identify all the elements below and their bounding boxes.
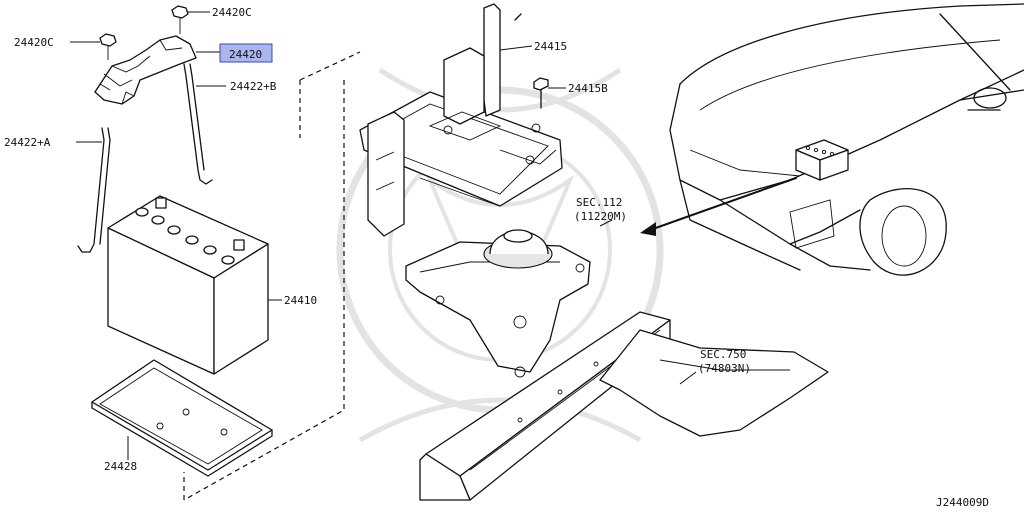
- callout-labels: 24420C 24420C 24420 24422+B 24422+A 2441…: [4, 6, 989, 509]
- callout-24422b: 24422+B: [230, 80, 277, 93]
- section-ref-750-line2: (74803N): [698, 362, 751, 375]
- callout-24420c-top: 24420C: [212, 6, 252, 19]
- section-ref-112-line1: SEC.112: [576, 196, 622, 209]
- battery-tray[interactable]: [91, 359, 273, 477]
- leader-lines: [70, 11, 697, 460]
- bolt[interactable]: [533, 77, 549, 109]
- section-ref-750-line1: SEC.750: [700, 348, 746, 361]
- callout-24422a: 24422+A: [4, 136, 51, 149]
- vehicle-battery-location: [795, 139, 849, 181]
- callout-24420[interactable]: 24420: [229, 48, 262, 61]
- callout-24415b: 24415B: [568, 82, 608, 95]
- strut-mount-housing[interactable]: [405, 229, 591, 378]
- fender-apron[interactable]: [599, 329, 829, 437]
- battery-support-bracket[interactable]: [359, 3, 563, 237]
- callout-24410: 24410: [284, 294, 317, 307]
- location-arrow: [640, 177, 797, 236]
- section-ref-112-line2: (11220M): [574, 210, 627, 223]
- battery[interactable]: [107, 195, 269, 375]
- callout-24420c-left: 24420C: [14, 36, 54, 49]
- hook-rod-a[interactable]: [77, 127, 111, 253]
- callout-24428: 24428: [104, 460, 137, 473]
- vehicle-front-view: [669, 3, 1024, 276]
- hook-rod-b[interactable]: [183, 63, 213, 185]
- nut-top-c[interactable]: [171, 5, 189, 34]
- alignment-lines: [183, 51, 361, 501]
- diagram-id: J244009D: [936, 496, 989, 509]
- callout-24415: 24415: [534, 40, 567, 53]
- callout-highlight: [219, 43, 273, 63]
- battery-clamp-bracket[interactable]: [94, 35, 197, 105]
- nut-left-c[interactable]: [99, 33, 117, 60]
